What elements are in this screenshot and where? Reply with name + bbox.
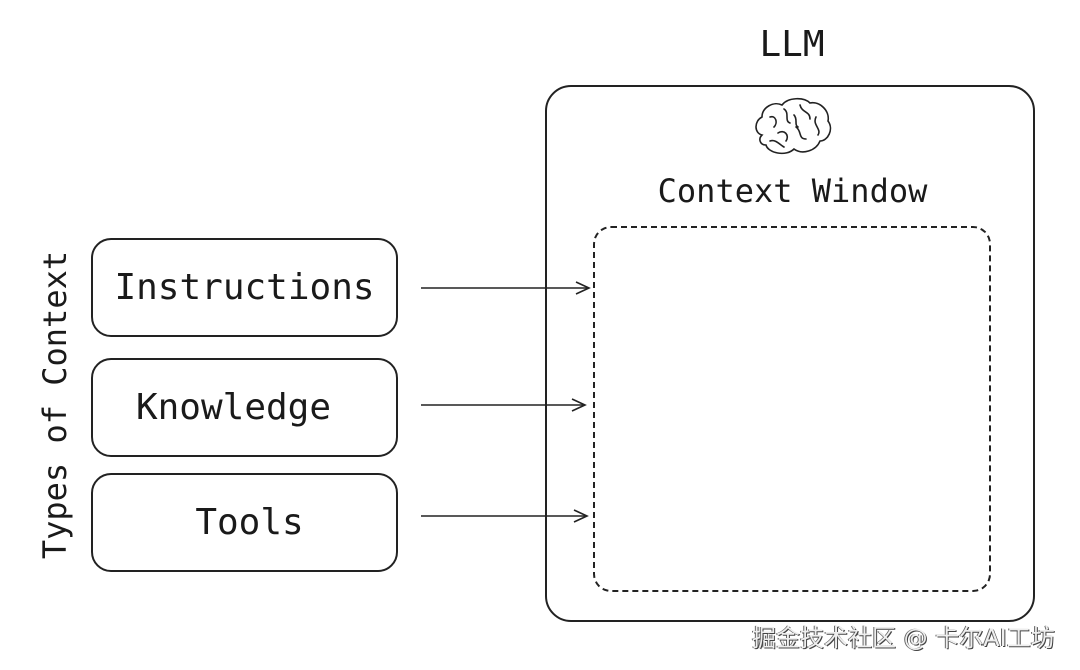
brain-icon: [755, 97, 832, 155]
llm-title: LLM: [759, 24, 825, 65]
arrow-knowledge: [421, 398, 587, 412]
context-type-knowledge: Knowledge: [91, 358, 398, 457]
context-window-title: Context Window: [657, 172, 928, 210]
context-type-label: Instructions: [114, 267, 375, 308]
context-window-box: [593, 226, 991, 592]
arrow-tools: [421, 509, 589, 523]
arrow-instructions: [421, 281, 591, 295]
context-type-label: Knowledge: [135, 387, 332, 428]
watermark: 掘金技术社区 @ 卡尔AI工坊: [752, 624, 1055, 652]
context-type-label: Tools: [195, 502, 304, 543]
llm-box: [545, 85, 1035, 622]
context-type-instructions: Instructions: [91, 238, 398, 337]
context-type-tools: Tools: [91, 473, 398, 572]
